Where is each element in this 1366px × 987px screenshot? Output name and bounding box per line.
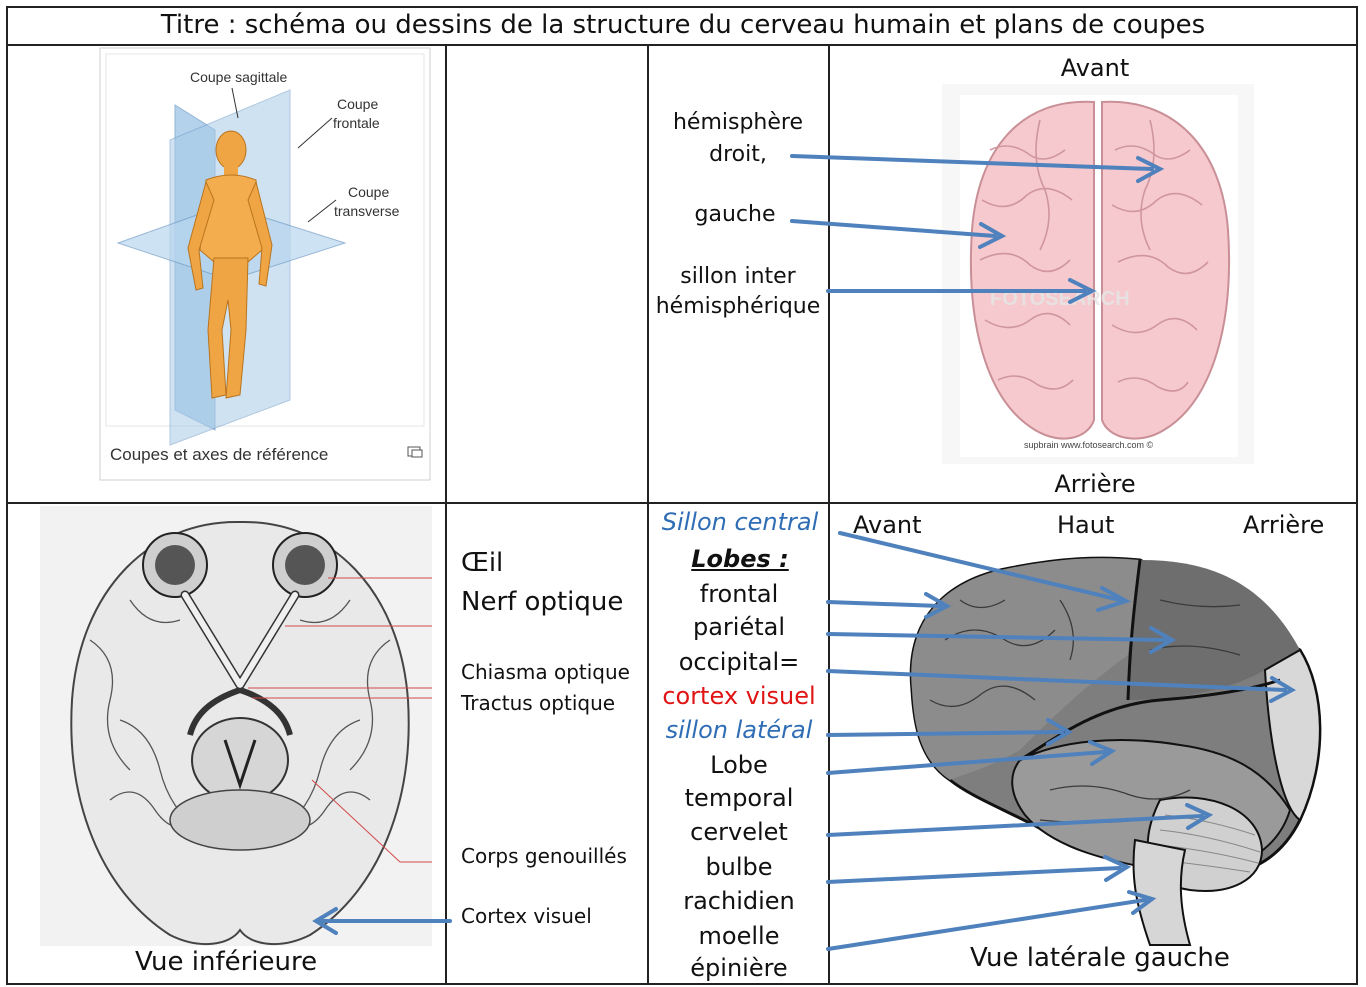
label-cervelet: cervelet xyxy=(650,816,828,848)
label-frontal: frontal xyxy=(650,578,828,610)
label-lobes-heading: Lobes : xyxy=(650,543,830,575)
label-sillon-lateral: sillon latéral xyxy=(650,714,828,746)
label-sillon-central: Sillon central xyxy=(650,506,830,538)
lateral-view-caption: Vue latérale gauche xyxy=(970,941,1230,975)
label-lobe: Lobe xyxy=(650,749,828,781)
lateral-front-label: Avant xyxy=(853,509,922,541)
label-moelle: moelle xyxy=(650,920,828,952)
label-epiniere: épinière xyxy=(650,952,828,984)
label-bulbe: bulbe xyxy=(650,851,828,883)
label-temporal: temporal xyxy=(650,782,828,814)
label-occipital: occipital= xyxy=(650,646,828,678)
lateral-back-label: Arrière xyxy=(1243,509,1324,541)
label-rachidien: rachidien xyxy=(650,885,828,917)
label-parietal: pariétal xyxy=(650,611,828,643)
lateral-top-label: Haut xyxy=(1057,509,1114,541)
label-cortex-visuel-red: cortex visuel xyxy=(650,680,828,712)
